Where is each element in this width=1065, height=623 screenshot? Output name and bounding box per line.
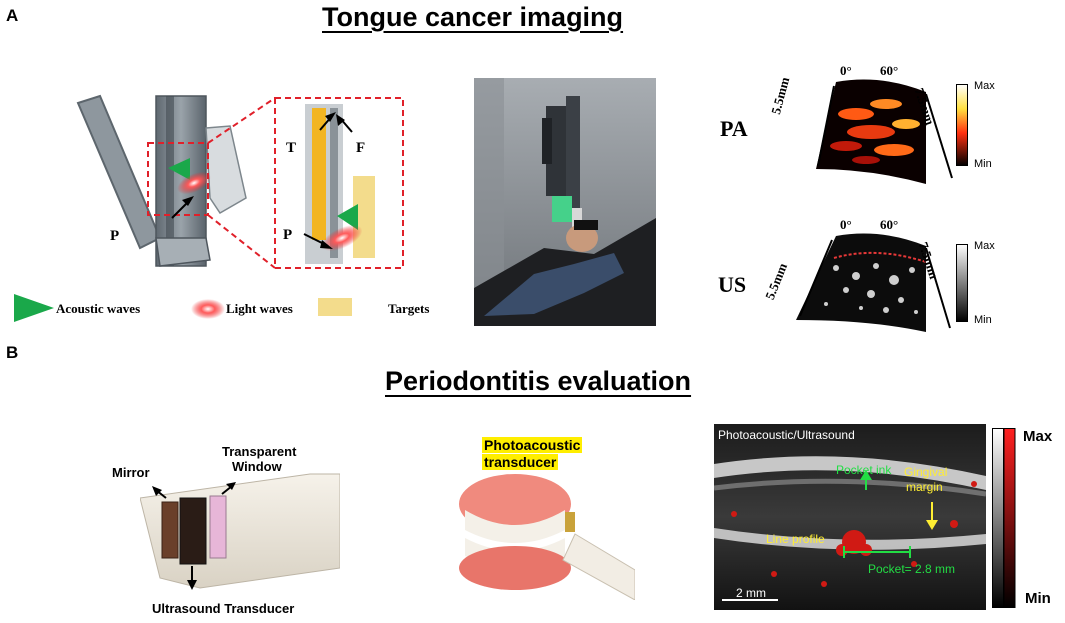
- us-angle-end: 60°: [880, 217, 899, 232]
- label-gingival-line1: Gingival: [904, 465, 948, 479]
- label-scale-bar: 2 mm: [736, 586, 766, 600]
- legend-acoustic-label: Acoustic waves: [56, 301, 141, 316]
- zoom-source-box: [147, 142, 209, 216]
- dental-model-photo: [459, 474, 635, 600]
- label-pa-transducer-line2: transducer: [482, 454, 559, 470]
- probe-mirror: [161, 501, 179, 559]
- light-wave-zoom: [321, 225, 363, 251]
- label-ultrasound-transducer: Ultrasound Transducer: [152, 601, 295, 616]
- us-angle-start: 0°: [840, 217, 852, 232]
- pa-us-colorbar: [992, 428, 1016, 608]
- us-cb-max: Max: [974, 240, 995, 252]
- label-pa-transducer-line1: Photoacoustic: [482, 437, 583, 453]
- pa-scan-image: [816, 79, 953, 184]
- us-scan-image: [796, 233, 951, 332]
- light-wave-small: [177, 171, 211, 195]
- label-t: T: [286, 140, 297, 156]
- label-pocket-ink: Pocket ink: [836, 463, 892, 477]
- us-cb-min: Min: [974, 314, 992, 326]
- label-pocket-measure: Pocket= 2.8 mm: [868, 562, 956, 576]
- us-colorbar: [956, 244, 968, 322]
- probe-transducer: [179, 497, 207, 565]
- us-label: US: [718, 272, 747, 297]
- panel-b-title: Periodontitis evaluation: [385, 366, 692, 396]
- legend-light-label: Light waves: [226, 301, 293, 316]
- panel-a-title: Tongue cancer imaging: [322, 2, 624, 32]
- label-line-profile: Line profile: [766, 532, 825, 546]
- patient-photo: [474, 78, 656, 326]
- probe-bracket: [205, 125, 247, 215]
- pa-us-cb-min: Min: [1025, 590, 1051, 607]
- periodontal-probe-photo: [140, 473, 340, 590]
- pa-cb-min: Min: [974, 158, 992, 170]
- label-p-main: P: [110, 228, 120, 244]
- label-gingival-line2: margin: [906, 480, 943, 494]
- fiber-t: [312, 108, 326, 240]
- legend-targets-swatch: [318, 298, 352, 316]
- acoustic-wave-small: [168, 158, 190, 180]
- label-p-zoom: P: [283, 227, 293, 243]
- label-f: F: [356, 140, 366, 156]
- pa-angle-end: 60°: [880, 63, 899, 78]
- panel-a-letter: A: [6, 6, 19, 25]
- panel-b-letter: B: [6, 343, 19, 362]
- legend-light-icon: [191, 299, 225, 319]
- legend-acoustic-icon: [14, 294, 54, 322]
- pa-cb-max: Max: [974, 80, 995, 92]
- pa-colorbar: [956, 84, 968, 166]
- pa-us-header: Photoacoustic/Ultrasound: [718, 428, 855, 442]
- probe-window: [209, 495, 227, 559]
- pa-label: PA: [720, 116, 748, 141]
- label-window-line2: Window: [232, 459, 282, 474]
- fiber-f: [330, 108, 338, 258]
- tongue-probe-illustration: [76, 94, 404, 269]
- acoustic-wave-zoom: [337, 204, 358, 230]
- pa-angle-start: 0°: [840, 63, 852, 78]
- label-mirror: Mirror: [112, 465, 150, 480]
- pa-us-image: [714, 424, 986, 610]
- label-window-line1: Transparent: [222, 444, 297, 459]
- pa-us-cb-max: Max: [1023, 428, 1053, 445]
- legend-targets-label: Targets: [388, 301, 430, 316]
